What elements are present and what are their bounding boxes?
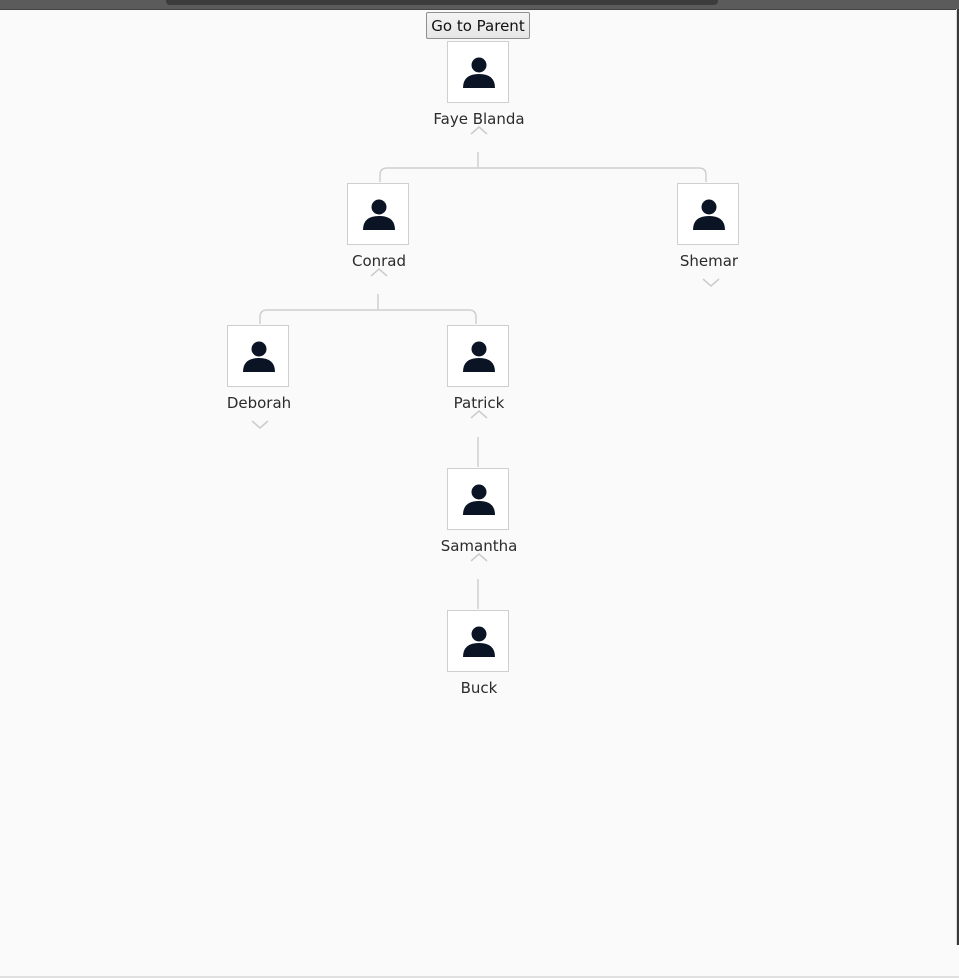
tree-node-deborah[interactable]: Deborah <box>199 325 319 429</box>
person-icon <box>693 199 725 230</box>
avatar[interactable] <box>447 325 509 387</box>
avatar[interactable] <box>227 325 289 387</box>
tree-node-patrick[interactable]: Patrick <box>419 325 539 419</box>
person-icon <box>463 626 495 657</box>
vertical-scrollbar[interactable] <box>957 9 959 945</box>
connector-faye-children <box>379 167 707 182</box>
collapse-chevron-up-icon[interactable] <box>370 267 388 277</box>
node-label: Samantha <box>440 537 518 555</box>
tree-node-conrad[interactable]: Conrad <box>319 183 439 277</box>
collapse-chevron-up-icon[interactable] <box>470 409 488 419</box>
person-icon <box>463 57 495 88</box>
avatar[interactable] <box>447 41 509 103</box>
tree-node-shemar[interactable]: Shemar <box>649 183 769 287</box>
tree-node-faye-blanda[interactable]: Faye Blanda <box>419 41 539 135</box>
connector-conrad-children <box>259 309 477 324</box>
expand-chevron-down-icon[interactable] <box>702 278 720 288</box>
window-bottom-edge <box>0 976 959 978</box>
avatar[interactable] <box>447 610 509 672</box>
node-label: Faye Blanda <box>433 110 525 128</box>
tree-node-samantha[interactable]: Samantha <box>419 468 539 562</box>
collapse-chevron-up-icon[interactable] <box>470 125 488 135</box>
node-label: Buck <box>460 679 498 697</box>
node-label: Conrad <box>351 252 407 270</box>
window-edge-highlight <box>956 9 957 945</box>
avatar[interactable] <box>677 183 739 245</box>
go-to-parent-button[interactable]: Go to Parent <box>426 12 530 39</box>
person-icon <box>463 341 495 372</box>
collapse-chevron-up-icon[interactable] <box>470 552 488 562</box>
person-icon <box>243 341 275 372</box>
avatar[interactable] <box>447 468 509 530</box>
node-label: Shemar <box>679 252 739 270</box>
person-icon <box>363 199 395 230</box>
tree-node-buck[interactable]: Buck <box>419 610 539 700</box>
person-icon <box>463 484 495 515</box>
window-top-bar <box>0 0 959 10</box>
node-label: Patrick <box>453 394 505 412</box>
avatar[interactable] <box>347 183 409 245</box>
expand-chevron-down-icon[interactable] <box>251 420 269 430</box>
horizontal-scrollbar[interactable] <box>166 0 718 5</box>
node-label: Deborah <box>226 394 292 412</box>
